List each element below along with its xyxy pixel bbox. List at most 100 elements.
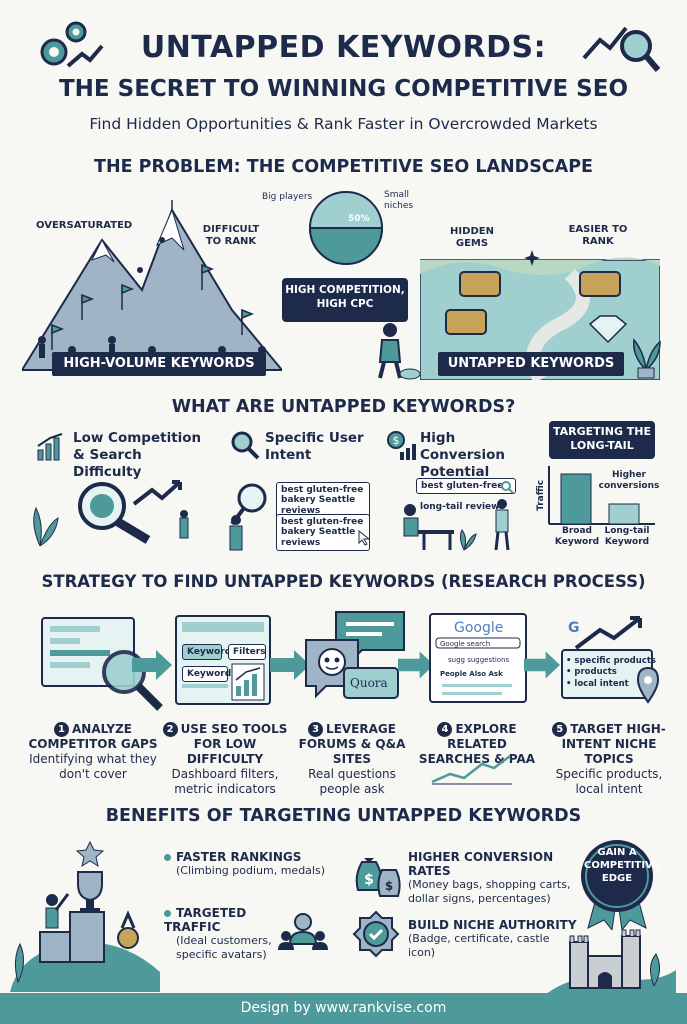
bullet-icon: [164, 910, 171, 917]
niche-list: • specific products • products • local i…: [566, 656, 656, 690]
arrow-right-icon: [132, 650, 172, 684]
step-title: EXPLORE RELATED SEARCHES & PAA: [418, 722, 536, 766]
small-niches-label: Small niches: [384, 190, 414, 211]
competitive-edge-badge-icon: [574, 838, 660, 934]
bullet-icon: [164, 854, 171, 861]
suggestions-label: sugg suggestions: [448, 656, 510, 664]
easier-label: EASIER TO RANK: [568, 224, 628, 247]
benefit-title: HIGHER CONVERSION RATES: [408, 850, 554, 878]
long-tail-reviews-label: long-tail reviews: [420, 502, 505, 512]
long-tail-chart: [539, 462, 659, 554]
benefit-title: TARGETED TRAFFIC: [164, 906, 247, 934]
benefit-faster-rankings: FASTER RANKINGS (Climbing podium, medals…: [164, 850, 325, 878]
benefit-desc: (Money bags, shopping carts, dollar sign…: [408, 878, 571, 905]
step-number: 5: [552, 722, 568, 737]
header-gear-icon: [34, 14, 104, 78]
chart-bar-long-tail: [608, 503, 640, 525]
difficult-label: DIFFICULT TO RANK: [202, 224, 260, 247]
step-number: 2: [162, 722, 178, 737]
step-number: 1: [54, 722, 69, 737]
svg-text:$: $: [385, 879, 393, 893]
paa-label: People Also Ask: [440, 670, 503, 678]
header-magnifier-icon: [582, 18, 662, 82]
problem-heading: THE PROBLEM: THE COMPETITIVE SEO LANDSCA…: [94, 157, 593, 177]
step-desc: Real questions people ask: [308, 767, 396, 796]
page-title: UNTAPPED KEYWORDS:: [140, 30, 547, 65]
high-competition-callout: HIGH COMPETITION, HIGH CPC: [282, 278, 408, 322]
search-example-2: best gluten-free bakery Seattle reviews: [276, 514, 370, 552]
benefit-targeted-traffic: TARGETED TRAFFIC (Ideal customers, speci…: [164, 906, 284, 962]
chart-ylabel: Traffic: [536, 479, 547, 511]
step-number: 3: [308, 722, 324, 737]
arrow-right-icon-4: [524, 650, 560, 684]
benefit-desc: (Climbing podium, medals): [176, 864, 326, 877]
tool-filters-dropdown[interactable]: Filters: [228, 644, 266, 661]
step-title: ANALYZE COMPETITOR GAPS: [28, 722, 158, 751]
chart-bar-broad: [560, 473, 592, 525]
google-logo: Google: [454, 620, 504, 636]
oversaturated-label: OVERSATURATED: [36, 220, 133, 231]
quora-label: Quora: [350, 676, 388, 690]
benefit-title: BUILD NICHE AUTHORITY: [408, 918, 577, 932]
competitive-edge-badge: GAIN A COMPETITIVE EDGE: [584, 847, 660, 884]
page-title-line2: THE SECRET TO WINNING COMPETITIVE SEO: [58, 76, 629, 102]
high-volume-label: HIGH-VOLUME KEYWORDS: [52, 352, 266, 376]
niche-item: • products: [566, 667, 617, 678]
forum-illustration: [302, 610, 412, 710]
step-desc: Specific products, local intent: [555, 767, 663, 796]
podium-trophy-illustration: [10, 832, 160, 996]
competition-pie-chart: [306, 188, 386, 272]
chart-tick-broad: Broad Keyword: [554, 526, 600, 547]
search-button-icon: [500, 479, 514, 498]
tool-keyword2-dropdown[interactable]: Keyword: [182, 666, 231, 683]
search-box-gluten: best gluten-free: [416, 478, 516, 494]
hidden-gems-label: HIDDEN GEMS: [450, 226, 494, 249]
desk-person-illustration: [394, 496, 534, 556]
benefit-higher-conversion: HIGHER CONVERSION RATES (Money bags, sho…: [408, 850, 588, 906]
bar-chart-icon: [36, 432, 68, 466]
svg-text:$: $: [364, 872, 374, 888]
chart-tick-long-tail: Long-tail Keyword: [604, 526, 650, 547]
step-title: TARGET HIGH-INTENT NICHE TOPICS: [561, 722, 666, 766]
untapped-label: UNTAPPED KEYWORDS: [438, 352, 624, 376]
step-number: 4: [437, 722, 453, 737]
arrow-right-icon-2: [270, 650, 310, 684]
long-tail-badge: TARGETING THE LONG-TAIL: [549, 421, 655, 459]
niche-item: • local intent: [566, 678, 629, 689]
pie-slice-big-players: [308, 227, 384, 265]
authority-badge-icon: [352, 910, 400, 962]
magnifier-icon: [230, 430, 260, 464]
svg-text:$: $: [393, 434, 400, 447]
castle-icon: [546, 920, 676, 998]
benefit-niche-authority: BUILD NICHE AUTHORITY (Badge, certificat…: [408, 918, 578, 960]
chart-annotation: Higher conversions: [598, 470, 660, 491]
step-title: USE SEO TOOLS FOR LOW DIFFICULTY: [180, 722, 288, 766]
trend-line-icon: [430, 752, 514, 790]
benefit-desc: (Ideal customers, specific avatars): [176, 934, 272, 961]
mountain-illustration: [20, 194, 285, 384]
feature-specific-intent: Specific User Intent: [265, 430, 364, 463]
magnifier-growth-illustration: [30, 474, 210, 558]
cursor-icon: [358, 529, 372, 550]
strategy-heading: STRATEGY TO FIND UNTAPPED KEYWORDS (RESE…: [41, 572, 646, 591]
page-subtitle: Find Hidden Opportunities & Rank Faster …: [89, 115, 598, 133]
step-title: LEVERAGE FORUMS & Q&A SITES: [298, 722, 406, 766]
footer-credit: Design by www.rankvise.com: [0, 993, 687, 1024]
money-bags-icon: $ $: [350, 846, 404, 904]
step-desc: Identifying what they don't cover: [29, 752, 157, 781]
plant-icon: [626, 330, 666, 384]
what-heading: WHAT ARE UNTAPPED KEYWORDS?: [171, 397, 516, 417]
benefit-desc: (Badge, certificate, castle icon): [408, 932, 550, 959]
pie-percent: 50%: [348, 214, 370, 224]
big-players-label: Big players: [262, 192, 313, 202]
benefit-title: FASTER RANKINGS: [176, 850, 302, 864]
niche-item: • specific products: [566, 656, 656, 666]
seo-tools-illustration: [174, 614, 274, 710]
tool-keyword-dropdown[interactable]: Keyword: [182, 644, 231, 661]
google-search-input[interactable]: Google search: [440, 640, 491, 648]
